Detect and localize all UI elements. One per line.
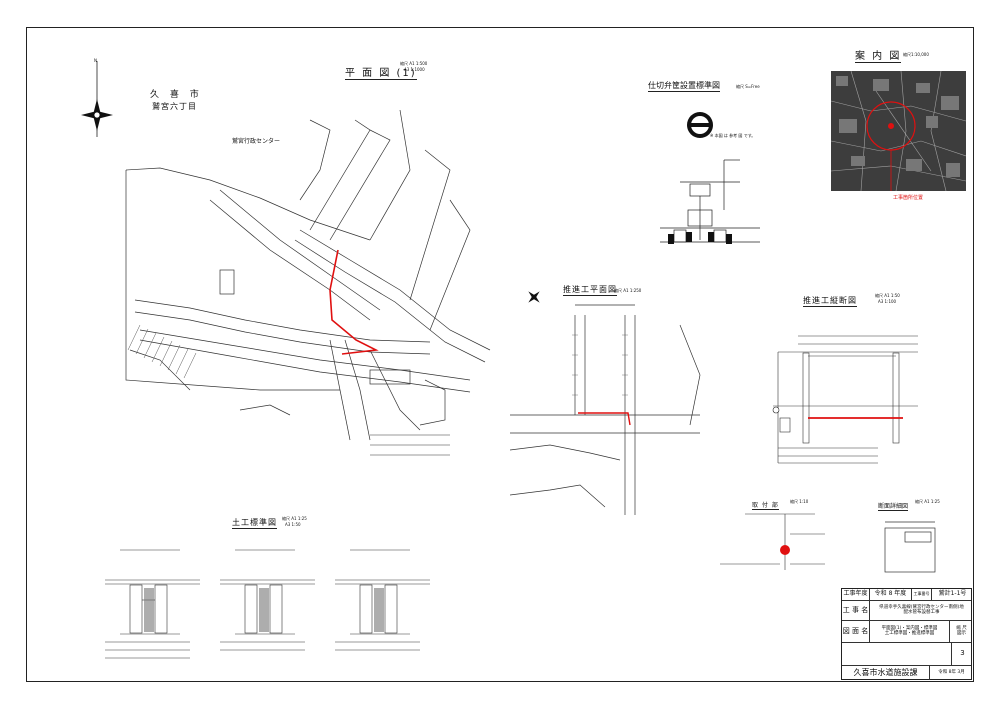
earthwork-scale-a1: 縮尺 A1 1:25 <box>282 516 307 521</box>
valve-note: ※ 本図 は 参考 図 です。 <box>710 133 756 138</box>
valve-scale: 縮尺 S=Free <box>736 84 760 89</box>
district-label: 鷲宮六丁目 <box>152 102 197 111</box>
detail-b-title: 断面詳細図 <box>878 503 909 511</box>
north-arrow-icon <box>81 61 113 137</box>
plan-view-drawing <box>81 61 491 456</box>
title-block: 工事年度 令和 8 年度 工事番号 鷲計1-1号 工 事 名 県道幸手久喜線(鷲… <box>841 588 972 680</box>
organization: 久喜市水道施設課 <box>842 666 930 680</box>
location-marker-label: 工事箇所位置 <box>893 195 924 201</box>
jacking-plan-scale: 縮尺 A1 1:250 <box>614 288 642 293</box>
jacking-section-scale-a3: A3 1:100 <box>878 299 897 304</box>
valve-drawing <box>660 112 760 244</box>
north-label: N <box>94 58 97 63</box>
year-value: 令和 8 年度 <box>870 589 912 600</box>
jacking-section-title: 推進工縦断図 <box>803 296 857 307</box>
jacking-section-drawing <box>772 335 918 464</box>
drawing-label: 図 面 名 <box>842 621 870 642</box>
detail-a-scale: 縮尺 1:10 <box>790 499 809 504</box>
jacking-section-scale-a1: 縮尺 A1 1:50 <box>875 293 900 298</box>
jacking-plan-drawing <box>510 291 701 515</box>
year-label: 工事年度 <box>842 589 870 600</box>
drawing-name-line2: 土工標準図・推進標準図 <box>884 630 935 636</box>
detail-b-drawing <box>884 521 936 573</box>
compass-icon <box>528 291 540 303</box>
plan-scale-a1: 縮尺 A1 1:500 <box>400 61 428 66</box>
facility-label: 鷲宮行政センター <box>232 138 281 145</box>
valve-symbol-icon <box>687 112 713 138</box>
drawing-frame <box>26 27 974 682</box>
scale-value: 図示 <box>957 630 966 636</box>
city-label: 久 喜 市 <box>150 90 203 100</box>
name-label: 工 事 名 <box>842 601 870 620</box>
valve-title: 仕切弁筐設置標準図 <box>648 81 720 92</box>
detail-b-scale: 縮尺 A1 1:25 <box>915 499 940 504</box>
detail-a-drawing <box>720 513 825 570</box>
detail-a-title: 取 付 部 <box>752 502 779 510</box>
code-label: 工事番号 <box>912 589 932 600</box>
drawing-name-line1: 平面図(1)・案内図・標準図 <box>881 625 938 631</box>
earthwork-title: 土工標準図 <box>232 518 277 529</box>
scale-label: 縮 尺 <box>956 625 967 631</box>
earthwork-drawings <box>105 549 430 659</box>
earthwork-scale-a3: A3 1:50 <box>285 522 301 527</box>
location-map <box>831 71 966 191</box>
location-scale: 縮尺1:10,000 <box>903 52 929 57</box>
sheet-number: 3 <box>960 649 965 658</box>
project-name-line1: 県道幸手久喜線(鷲宮行政センター南側)地 <box>879 604 964 610</box>
issue-date: 令和 8年 3月 <box>938 669 965 675</box>
code-value: 鷲計1-1号 <box>938 590 967 598</box>
location-title: 案 内 図 <box>855 47 902 63</box>
project-name-line2: 配水管布設替工事 <box>903 609 940 615</box>
plan-scale-a3: A3 1:1000 <box>404 67 425 72</box>
jacking-plan-title: 推進工平面図 <box>563 285 617 296</box>
plan-title: 平 面 図 (1) <box>345 64 417 80</box>
